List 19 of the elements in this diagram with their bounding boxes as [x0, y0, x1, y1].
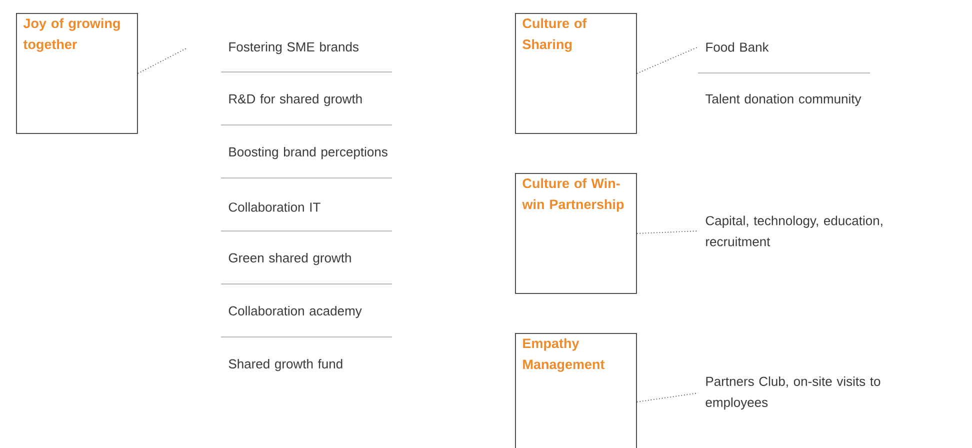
item-text: R&D for shared growth: [229, 94, 362, 106]
item-text: Talent donation community: [706, 94, 862, 106]
dotted-connector: [636, 46, 698, 74]
item-text: Food Bank: [706, 42, 769, 52]
dotted-connector: [138, 48, 188, 74]
category-box: Joy of growing together: [16, 13, 138, 134]
item-text: Capital, technology, education, recruitment: [706, 216, 882, 246]
dotted-connector: [636, 230, 698, 234]
item-text: Collaboration IT: [228, 202, 320, 212]
item-text: Collaboration academy: [228, 306, 362, 318]
dotted-connector: [636, 392, 698, 402]
item-text: Green shared growth: [228, 252, 351, 266]
item-text: Fostering SME brands: [229, 42, 358, 54]
category-box: Culture of Win-win Partnership: [515, 173, 637, 294]
item-text: Shared growth fund: [228, 358, 342, 372]
category-box: Empathy Management: [515, 333, 637, 448]
item-text: Boosting brand perceptions: [229, 146, 388, 160]
category-box: Culture of Sharing: [515, 13, 637, 134]
item-text: Partners Club, on-site visits to employees: [706, 376, 880, 410]
